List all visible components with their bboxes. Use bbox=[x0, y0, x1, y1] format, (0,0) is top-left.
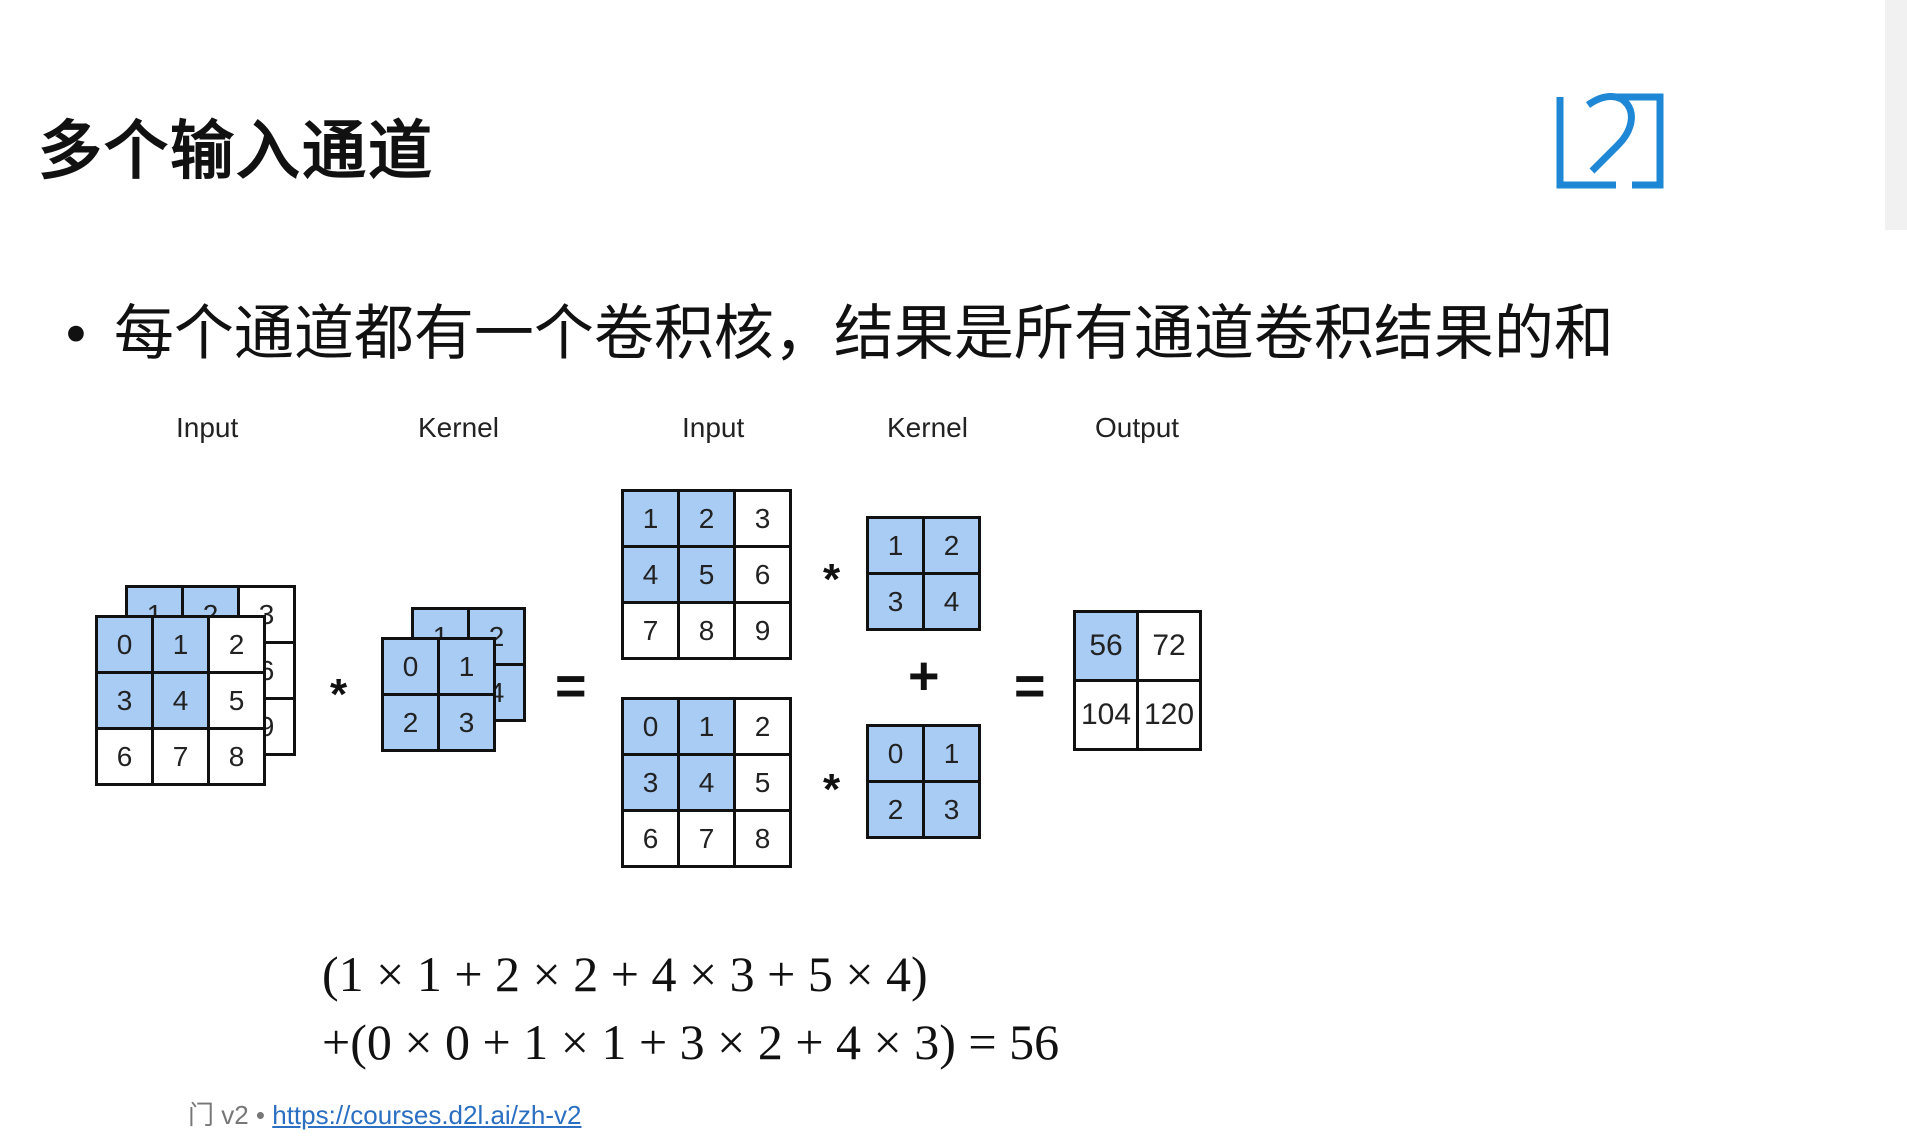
matrix-cell: 6 bbox=[621, 809, 680, 868]
matrix-cell: 5 bbox=[207, 671, 266, 730]
conv-operator-bottom: * bbox=[823, 765, 841, 814]
matrix-cell: 8 bbox=[677, 601, 736, 660]
matrix-cell: 0 bbox=[381, 637, 440, 696]
equals-operator: = bbox=[555, 656, 587, 716]
matrix-cell: 120 bbox=[1136, 679, 1202, 751]
matrix-cell: 1 bbox=[437, 637, 496, 696]
bullet-point: • 每个通道都有一个卷积核，结果是所有通道卷积结果的和 bbox=[60, 285, 1614, 372]
matrix-cell: 3 bbox=[437, 693, 496, 752]
matrix-cell: 2 bbox=[922, 516, 981, 575]
conv-operator-top: * bbox=[823, 555, 841, 604]
window-edge bbox=[1885, 0, 1907, 230]
matrix-cell: 6 bbox=[95, 727, 154, 786]
matrix-cell: 1 bbox=[866, 516, 925, 575]
bullet-text: 每个通道都有一个卷积核，结果是所有通道卷积结果的和 bbox=[113, 299, 1614, 369]
matrix-cell: 0 bbox=[95, 615, 154, 674]
matrix-cell: 0 bbox=[866, 724, 925, 783]
matrix-cell: 4 bbox=[151, 671, 210, 730]
matrix-cell: 4 bbox=[677, 753, 736, 812]
matrix-cell: 7 bbox=[151, 727, 210, 786]
matrix-cell: 6 bbox=[733, 545, 792, 604]
footer: 门 v2 • https://courses.d2l.ai/zh-v2 bbox=[188, 1095, 582, 1132]
matrix-cell: 0 bbox=[621, 697, 680, 756]
formula-line-2: +(0 × 0 + 1 × 1 + 3 × 2 + 4 × 3) = 56 bbox=[322, 1014, 1060, 1070]
formula: (1 × 1 + 2 × 2 + 4 × 3 + 5 × 4) +(0 × 0 … bbox=[322, 940, 1059, 1076]
matrix-cell: 2 bbox=[733, 697, 792, 756]
matrix-cell: 5 bbox=[677, 545, 736, 604]
matrix-cell: 8 bbox=[733, 809, 792, 868]
bullet-dot-icon: • bbox=[60, 304, 92, 367]
header-output: Output bbox=[1095, 412, 1180, 443]
slide-title: 多个输入通道 bbox=[38, 115, 434, 189]
matrix-cell: 2 bbox=[866, 780, 925, 839]
d2l-logo-icon bbox=[1548, 85, 1668, 199]
header-kernel-channels: Kernel bbox=[887, 412, 968, 443]
header-input-channels: Input bbox=[682, 412, 745, 443]
matrix-cell: 3 bbox=[922, 780, 981, 839]
multi-channel-convolution-diagram: Input Kernel Input Kernel Output 123 456… bbox=[90, 400, 1210, 880]
header-kernel-stack: Kernel bbox=[418, 412, 499, 443]
matrix-cell: 1 bbox=[621, 489, 680, 548]
footer-prefix: 门 v2 • bbox=[188, 1100, 266, 1130]
conv-operator: * bbox=[330, 670, 348, 719]
matrix-cell: 4 bbox=[621, 545, 680, 604]
matrix-cell: 1 bbox=[677, 697, 736, 756]
matrix-cell: 8 bbox=[207, 727, 266, 786]
matrix-cell: 7 bbox=[621, 601, 680, 660]
matrix-cell: 9 bbox=[733, 601, 792, 660]
matrix-cell: 104 bbox=[1073, 679, 1139, 751]
matrix-cell: 72 bbox=[1136, 610, 1202, 682]
matrix-cell: 3 bbox=[866, 572, 925, 631]
matrix-cell: 5 bbox=[733, 753, 792, 812]
matrix-cell: 2 bbox=[207, 615, 266, 674]
matrix-cell: 7 bbox=[677, 809, 736, 868]
equals-operator-result: = bbox=[1014, 656, 1046, 716]
matrix-cell: 2 bbox=[677, 489, 736, 548]
formula-line-1: (1 × 1 + 2 × 2 + 4 × 3 + 5 × 4) bbox=[322, 946, 928, 1002]
matrix-cell: 3 bbox=[733, 489, 792, 548]
matrix-cell: 4 bbox=[922, 572, 981, 631]
matrix-cell: 2 bbox=[381, 693, 440, 752]
matrix-cell: 3 bbox=[95, 671, 154, 730]
matrix-cell: 56 bbox=[1073, 610, 1139, 682]
course-link[interactable]: https://courses.d2l.ai/zh-v2 bbox=[272, 1100, 582, 1130]
matrix-cell: 1 bbox=[151, 615, 210, 674]
matrix-cell: 1 bbox=[922, 724, 981, 783]
header-input-stack: Input bbox=[176, 412, 239, 443]
matrix-cell: 3 bbox=[621, 753, 680, 812]
plus-operator: + bbox=[908, 646, 940, 706]
